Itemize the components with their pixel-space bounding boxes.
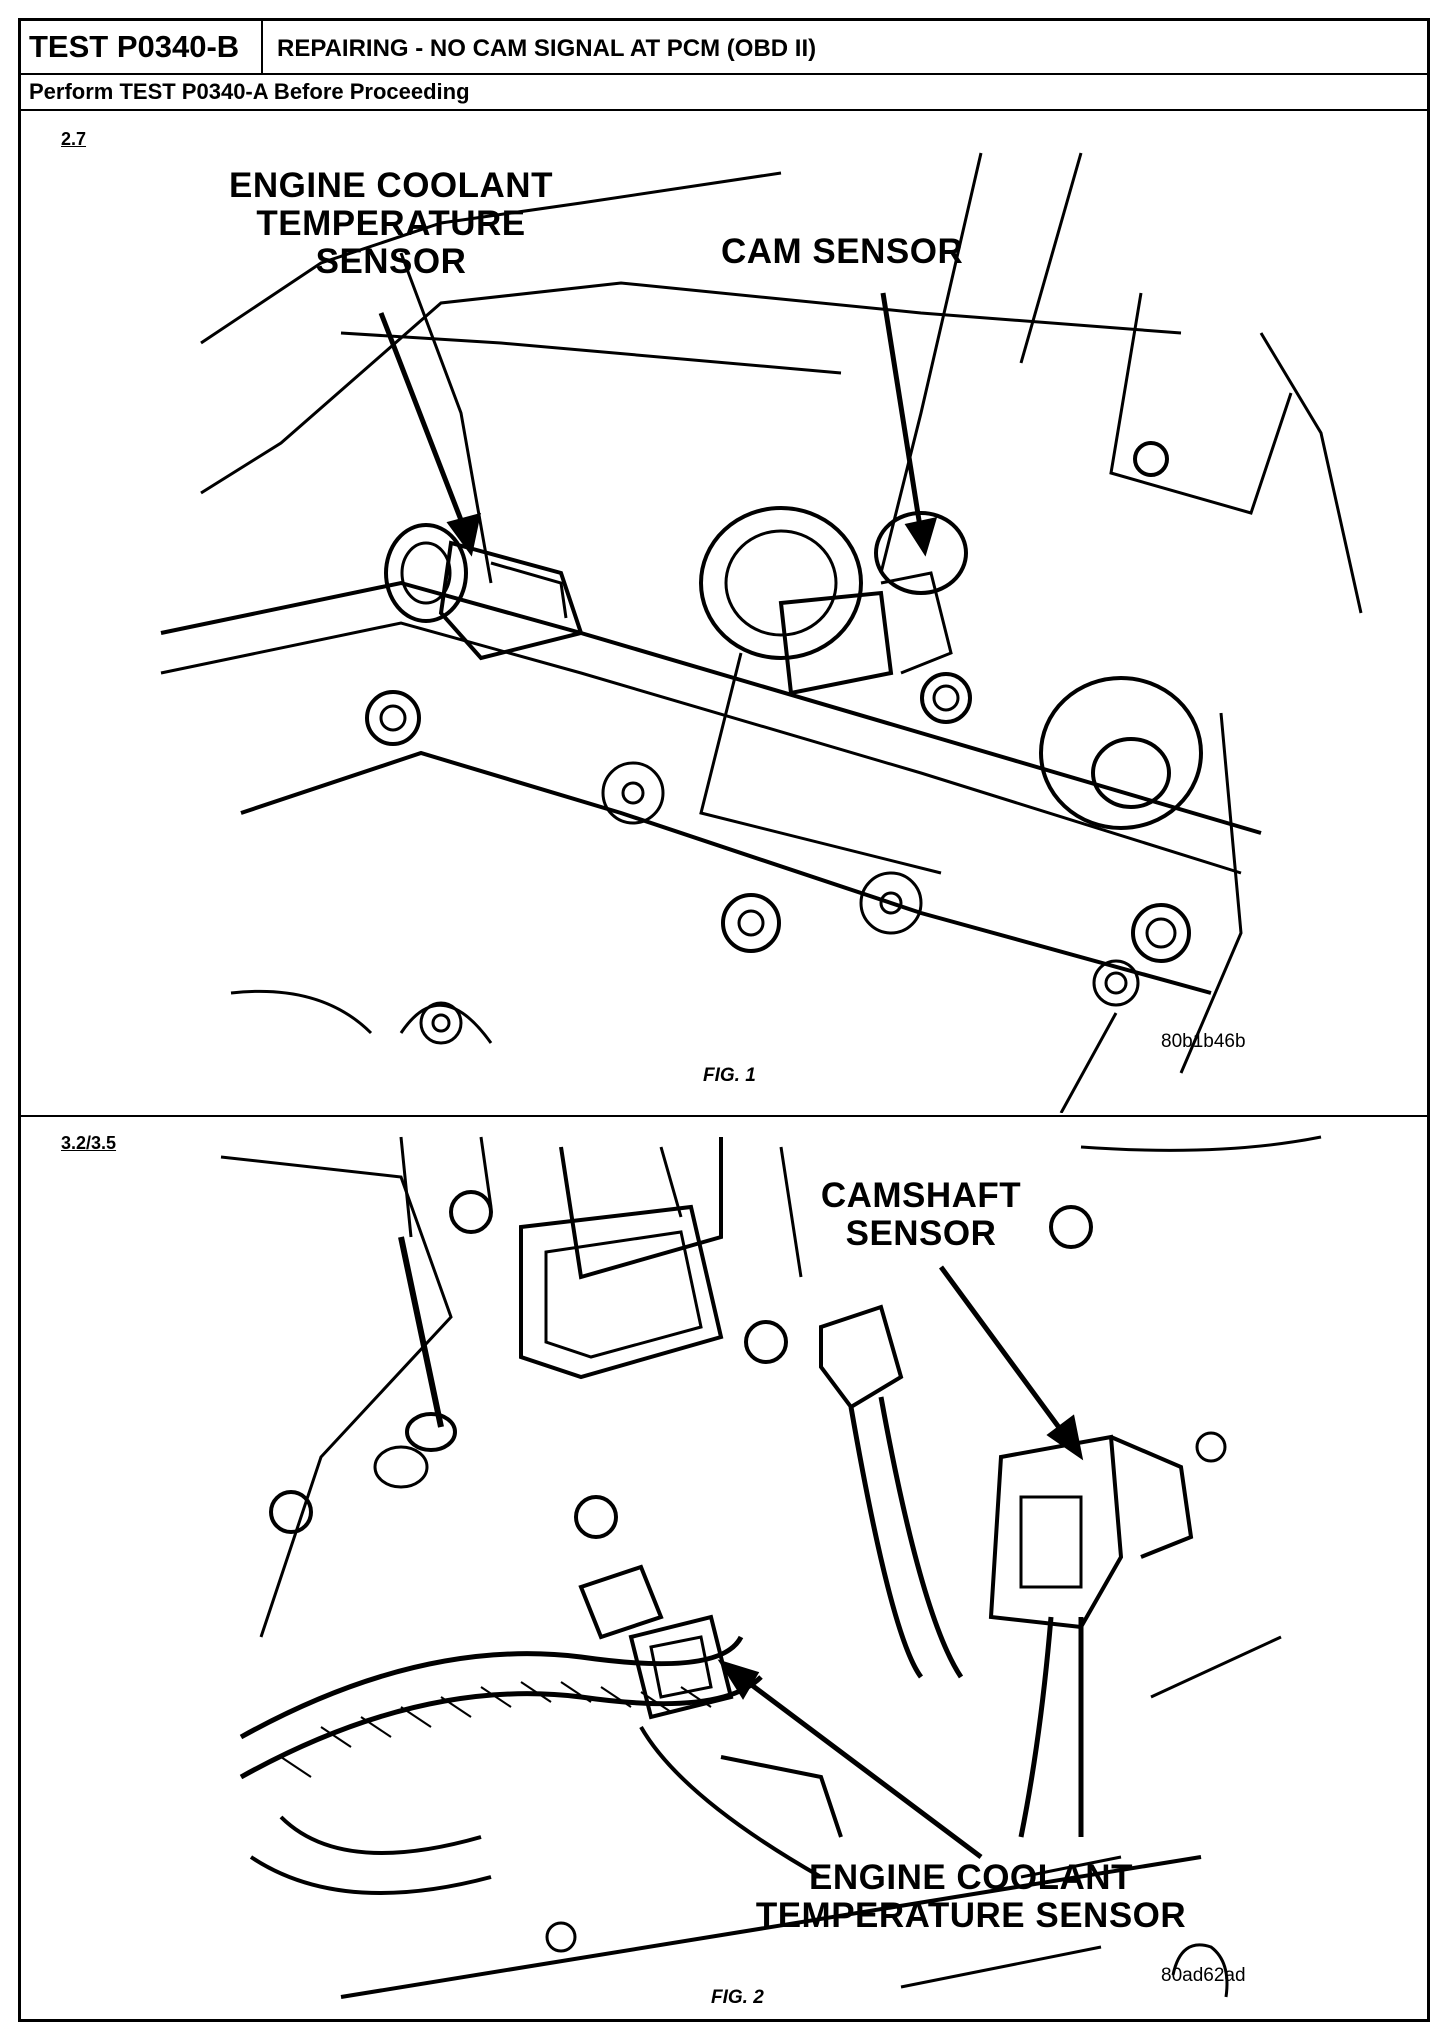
ect-sensor-callout: ENGINE COOLANT TEMPERATURE SENSOR: [755, 1858, 1187, 1935]
image-code: 80ad62ad: [1161, 1965, 1246, 1986]
prerequisite-note: Perform TEST P0340-A Before Proceeding: [21, 73, 1427, 111]
figure-2-illustration: [220, 1135, 1322, 1999]
engine-variant-label: 3.2/3.5: [61, 1133, 117, 1153]
figure-2-panel: 3.2/3.5: [21, 1117, 1427, 2019]
cam-sensor-callout: CAM SENSOR: [721, 232, 964, 271]
header-row: TEST P0340-B REPAIRING - NO CAM SIGNAL A…: [21, 21, 1427, 75]
camshaft-sensor-callout: CAMSHAFT SENSOR: [820, 1176, 1022, 1253]
figure-1-panel: 2.7: [21, 113, 1427, 1117]
test-id: TEST P0340-B: [21, 21, 263, 73]
test-title: REPAIRING - NO CAM SIGNAL AT PCM (OBD II…: [277, 35, 817, 62]
ect-sensor-callout: ENGINE COOLANT TEMPERATURE SENSOR: [229, 166, 553, 281]
image-code: 80b1b46b: [1161, 1031, 1246, 1052]
figure-caption: FIG. 1: [703, 1065, 756, 1086]
figure-caption: FIG. 2: [711, 1987, 764, 2008]
manual-page: TEST P0340-B REPAIRING - NO CAM SIGNAL A…: [18, 18, 1430, 2022]
figure-1-illustration: [160, 152, 1363, 1113]
engine-variant-label: 2.7: [61, 129, 87, 149]
